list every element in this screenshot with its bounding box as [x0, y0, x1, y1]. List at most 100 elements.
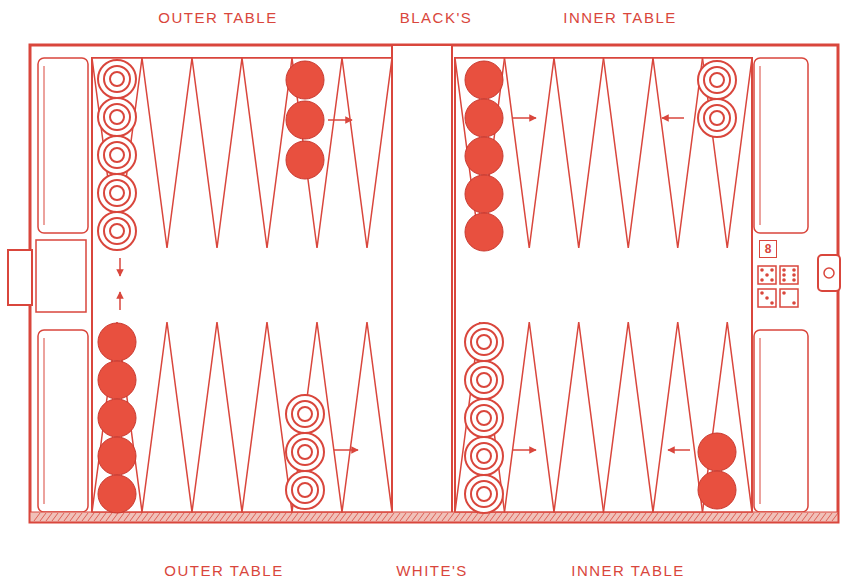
hatch	[658, 513, 664, 521]
hatch	[664, 513, 670, 521]
black-checker	[465, 175, 503, 213]
hatch	[88, 513, 94, 521]
hatch	[172, 513, 178, 521]
black-checker	[465, 61, 503, 99]
move-arrow	[119, 292, 121, 310]
hatch	[148, 513, 154, 521]
hatch	[130, 513, 136, 521]
hatch	[616, 513, 622, 521]
hatch	[112, 513, 118, 521]
hatch	[712, 513, 718, 521]
hatch	[394, 513, 400, 521]
hatch	[220, 513, 226, 521]
hatch	[646, 513, 652, 521]
hatch	[730, 513, 736, 521]
move-arrow	[334, 449, 358, 451]
tray-line	[760, 66, 761, 225]
hatch	[706, 513, 712, 521]
board-point	[242, 58, 292, 248]
hatch	[490, 513, 496, 521]
hatch	[808, 513, 814, 521]
hatch	[526, 513, 532, 521]
hatch	[820, 513, 826, 521]
hatch	[442, 513, 448, 521]
hatch	[598, 513, 604, 521]
hatch	[682, 513, 688, 521]
white-checker	[465, 323, 503, 361]
latch-hole	[824, 268, 834, 278]
board-point	[192, 322, 242, 512]
hatch	[100, 513, 106, 521]
hatch	[814, 513, 820, 521]
move-arrow	[328, 119, 352, 121]
tray-line	[44, 338, 45, 504]
hatch	[634, 513, 640, 521]
hatch	[556, 513, 562, 521]
hatch	[124, 513, 130, 521]
white-checker	[98, 174, 136, 212]
board-edge	[30, 512, 838, 522]
hatch	[760, 513, 766, 521]
hatch	[322, 513, 328, 521]
hatch	[448, 513, 454, 521]
hatch	[472, 513, 478, 521]
hatch	[772, 513, 778, 521]
black-checker	[286, 101, 324, 139]
cube-value: 8	[765, 243, 772, 255]
hatch	[40, 513, 46, 521]
white-checker	[286, 395, 324, 433]
hatch	[652, 513, 658, 521]
hatch	[454, 513, 460, 521]
hatch	[196, 513, 202, 521]
hatch	[208, 513, 214, 521]
white-checker	[698, 99, 736, 137]
play-area	[92, 58, 392, 512]
white-checker	[98, 60, 136, 98]
board-point	[604, 322, 654, 512]
hatch	[160, 513, 166, 521]
latch	[818, 255, 840, 291]
hatch	[574, 513, 580, 521]
hatch	[550, 513, 556, 521]
hatch	[52, 513, 58, 521]
hatch	[688, 513, 694, 521]
hatch	[352, 513, 358, 521]
hatch	[832, 513, 838, 521]
table-label: INNER TABLE	[563, 10, 676, 25]
hatch	[766, 513, 772, 521]
hatch	[466, 513, 472, 521]
hatch	[316, 513, 322, 521]
hatch	[676, 513, 682, 521]
black-checker	[698, 471, 736, 509]
hatch	[370, 513, 376, 521]
hatch	[178, 513, 184, 521]
hatch	[520, 513, 526, 521]
hatch	[376, 513, 382, 521]
hatch	[238, 513, 244, 521]
hatch	[340, 513, 346, 521]
board-point	[653, 58, 703, 248]
hatch	[790, 513, 796, 521]
hatch	[328, 513, 334, 521]
white-checker	[465, 361, 503, 399]
board-point	[192, 58, 242, 248]
black-checker	[286, 61, 324, 99]
hatch	[70, 513, 76, 521]
hatch	[292, 513, 298, 521]
hatch	[604, 513, 610, 521]
board-point	[142, 58, 192, 248]
hatch	[298, 513, 304, 521]
hatch	[304, 513, 310, 521]
hatch	[562, 513, 568, 521]
hatch	[280, 513, 286, 521]
hatch	[256, 513, 262, 521]
hatch	[694, 513, 700, 521]
hatch	[184, 513, 190, 521]
black-checker	[98, 399, 136, 437]
move-arrow	[662, 117, 684, 119]
die	[758, 289, 776, 307]
doubling-cube: 8	[759, 240, 777, 258]
white-checker	[465, 475, 503, 513]
hatch	[334, 513, 340, 521]
hatch	[406, 513, 412, 521]
